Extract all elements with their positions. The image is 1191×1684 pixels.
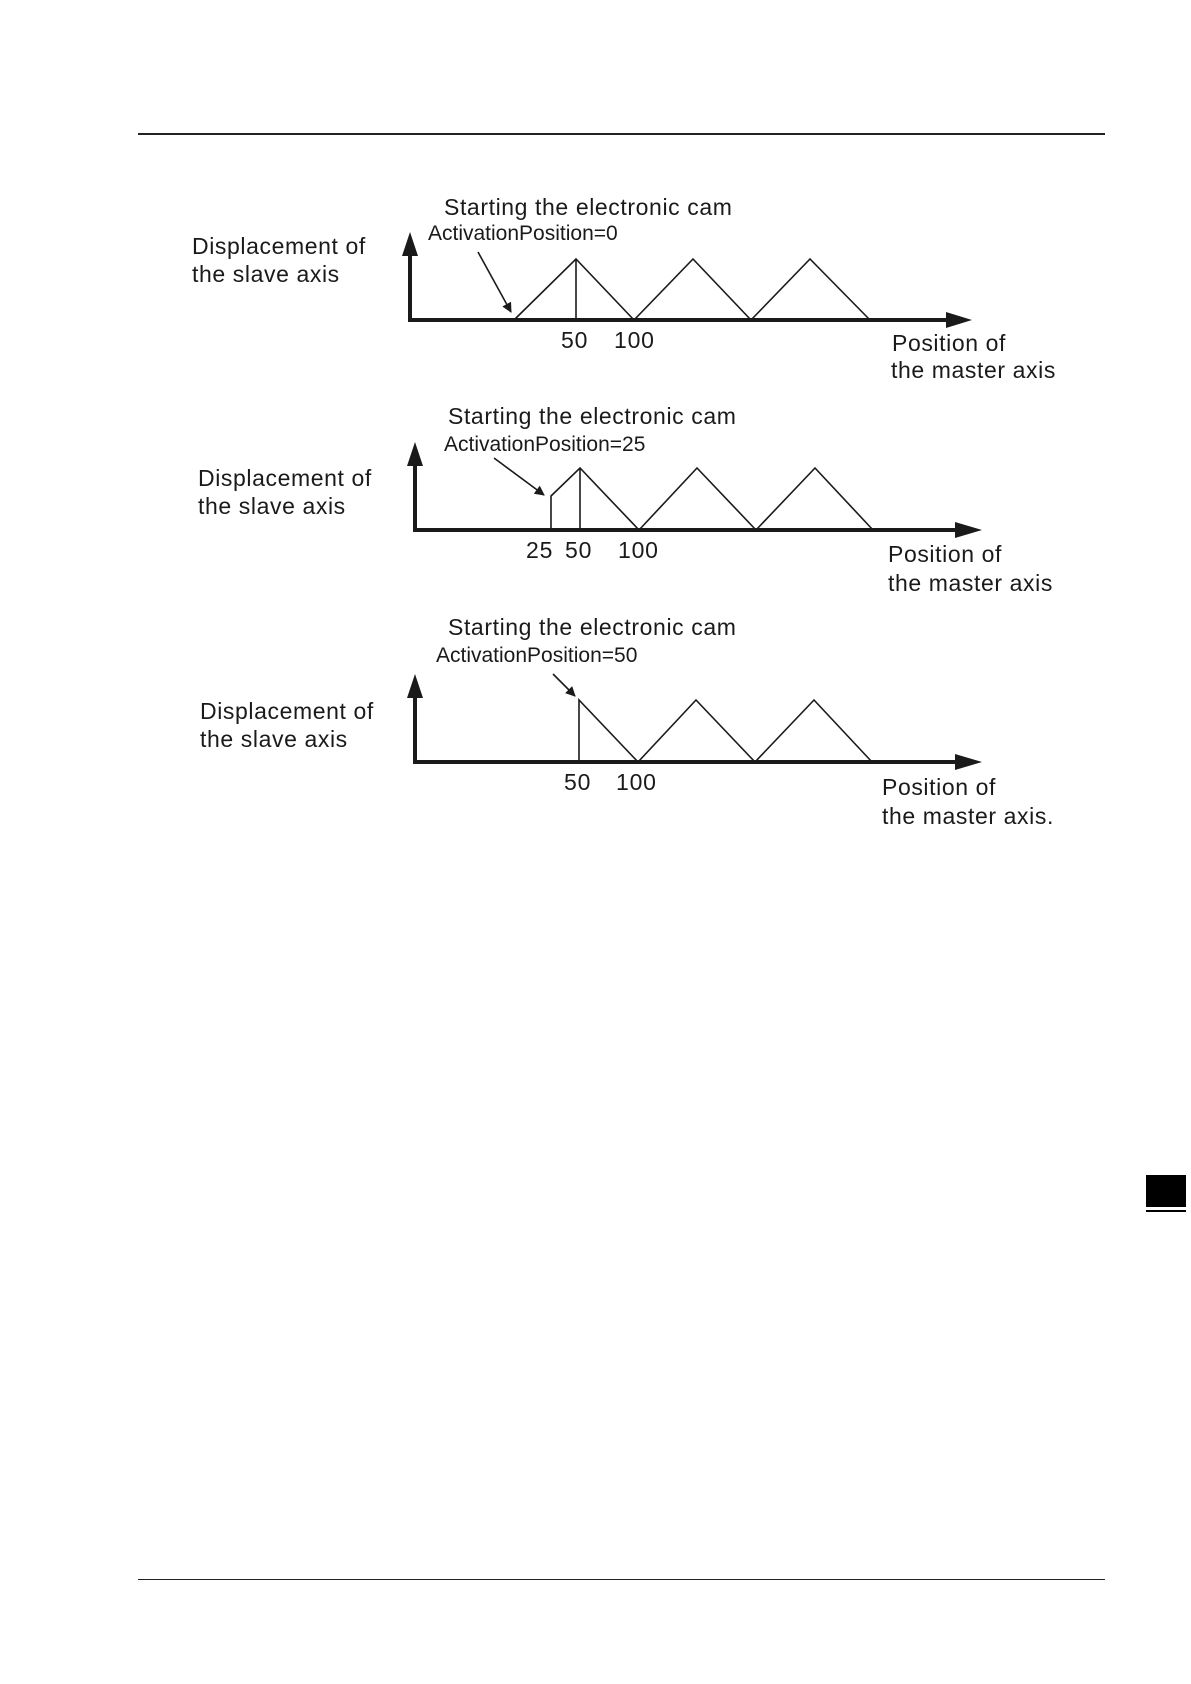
diagram-1-tick-50: 50 <box>561 327 588 353</box>
diagram-3-tick-50: 50 <box>564 769 591 795</box>
diagram-3-xlabel-line2: the master axis. <box>882 803 1054 829</box>
diagram-2-tick-100: 100 <box>618 537 659 563</box>
footer-rule <box>138 1579 1105 1580</box>
diagram-3-x-axis-arrow <box>955 754 982 770</box>
diagram-3: Starting the electronic cam ActivationPo… <box>200 614 1054 829</box>
diagram-3-ylabel-line1: Displacement of <box>200 698 374 724</box>
diagram-1-ylabel-line1: Displacement of <box>192 233 366 259</box>
diagram-2: Starting the electronic cam ActivationPo… <box>198 403 1053 596</box>
header-rule <box>138 133 1105 135</box>
diagram-3-title: Starting the electronic cam <box>448 614 737 640</box>
diagram-2-ylabel-line2: the slave axis <box>198 493 346 519</box>
diagram-1-y-axis-arrow <box>402 232 418 256</box>
diagram-1-cam-curve <box>513 257 871 322</box>
diagram-1-ylabel-line2: the slave axis <box>192 261 340 287</box>
diagram-3-pointer-arrow <box>552 673 576 697</box>
diagram-3-activation-label: ActivationPosition=50 <box>436 644 637 667</box>
chapter-tab-underline <box>1146 1210 1186 1212</box>
diagram-1-title: Starting the electronic cam <box>444 194 733 220</box>
diagram-2-ylabel-line1: Displacement of <box>198 465 372 491</box>
diagram-2-tick-25: 25 <box>526 537 553 563</box>
chapter-tab <box>1146 1175 1186 1207</box>
diagram-2-title: Starting the electronic cam <box>448 403 737 429</box>
diagram-3-y-axis-arrow <box>407 674 423 698</box>
diagram-2-tick-50: 50 <box>565 537 592 563</box>
diagram-1-xlabel-line2: the master axis <box>891 357 1056 383</box>
diagram-3-tick-100: 100 <box>616 769 657 795</box>
diagram-1-xlabel-line1: Position of <box>892 330 1006 356</box>
diagram-2-x-axis-arrow <box>955 522 982 538</box>
diagram-3-xlabel-line1: Position of <box>882 774 996 800</box>
diagram-2-pointer-arrow <box>493 457 545 496</box>
diagram-1-tick-100: 100 <box>614 327 655 353</box>
diagram-2-xlabel-line2: the master axis <box>888 570 1053 596</box>
diagram-3-cam-curve <box>578 697 873 764</box>
diagram-3-ylabel-line2: the slave axis <box>200 726 348 752</box>
diagram-1-x-axis-arrow <box>946 312 972 328</box>
diagram-1-pointer-arrow <box>477 251 512 313</box>
diagram-2-activation-label: ActivationPosition=25 <box>444 433 645 456</box>
diagram-1-activation-label: ActivationPosition=0 <box>428 222 618 245</box>
diagram-1: Starting the electronic cam ActivationPo… <box>192 194 1056 383</box>
diagram-2-xlabel-line1: Position of <box>888 541 1002 567</box>
diagram-2-y-axis-arrow <box>407 442 423 466</box>
diagram-2-cam-curve <box>550 466 874 532</box>
